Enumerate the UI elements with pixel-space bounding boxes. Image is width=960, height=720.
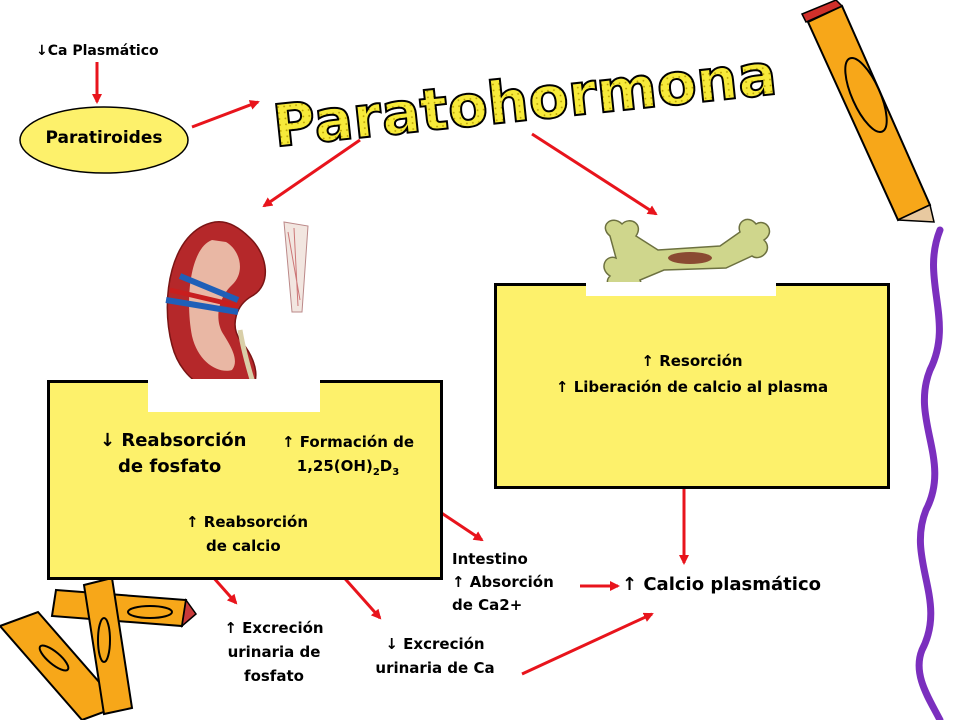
paratiroides-ellipse [19, 106, 189, 174]
reabsorcion-fosfato-text: ↓ Reabsorción de fosfato [100, 428, 246, 480]
bone-effects-text: ↑ Resorción ↑ Liberación de calcio al pl… [494, 348, 890, 400]
kidney-image-backdrop [148, 379, 320, 412]
paratiroides-label: Paratiroides [45, 128, 163, 148]
intestino-line2: ↑ Absorción [452, 573, 554, 591]
intestino-text: Intestino ↑ Absorción de Ca2+ [452, 548, 554, 617]
reabsorcion-calcio-line2: de calcio [206, 537, 281, 555]
reabsorcion-fosfato-line2: de fosfato [118, 456, 222, 477]
bone-effects-box [494, 283, 890, 489]
formacion-text: ↑ Formación de 1,25(OH)2D3 [264, 430, 432, 485]
ca-plasmatico-top-label: ↓Ca Plasmático [36, 43, 159, 59]
arrow-title-to-bone [531, 132, 658, 216]
reabsorcion-fosfato-line1: ↓ Reabsorción [100, 430, 247, 451]
excrecion-fosfato-line1: ↑ Excreción [224, 619, 324, 637]
kidney-effects-box [47, 380, 443, 580]
bone-image-backdrop [586, 282, 776, 296]
formacion-line2: 1,25(OH)2D3 [296, 457, 400, 478]
kidney-illustration [148, 210, 320, 412]
excrecion-fosfato-line3: fosfato [244, 667, 304, 685]
reabsorcion-calcio-text: ↑ Reabsorción de calcio [186, 510, 308, 558]
liberacion-line: ↑ Liberación de calcio al plasma [555, 378, 829, 396]
arrow-title-to-kidney [262, 138, 361, 208]
formacion-line1: ↑ Formación de [281, 433, 415, 451]
excrecion-fosfato-line2: urinaria de [227, 643, 321, 661]
excrecion-fosfato-text: ↑ Excreción urinaria de fosfato [200, 616, 348, 688]
title: Paratohormona [270, 40, 780, 161]
excrecion-ca-line1: ↓ Excreción [385, 635, 485, 653]
crayons-bottom-left-icon [0, 576, 198, 720]
excrecion-ca-text: ↓ Excreción urinaria de Ca [350, 632, 520, 680]
resorcion-line: ↑ Resorción [641, 352, 743, 370]
arrow-paratiroides-to-title [191, 100, 260, 129]
calcio-plasmatico-label: ↑ Calcio plasmático [622, 574, 821, 595]
arrow-excrecion-ca-to-calcio [521, 612, 654, 676]
intestino-line1: Intestino [452, 550, 528, 568]
pencil-top-right-icon [800, 0, 935, 223]
excrecion-ca-line2: urinaria de Ca [375, 659, 495, 677]
squiggle-decoration [915, 226, 944, 720]
intestino-line3: de Ca2+ [452, 596, 523, 614]
reabsorcion-calcio-line1: ↑ Reabsorción [186, 513, 309, 531]
